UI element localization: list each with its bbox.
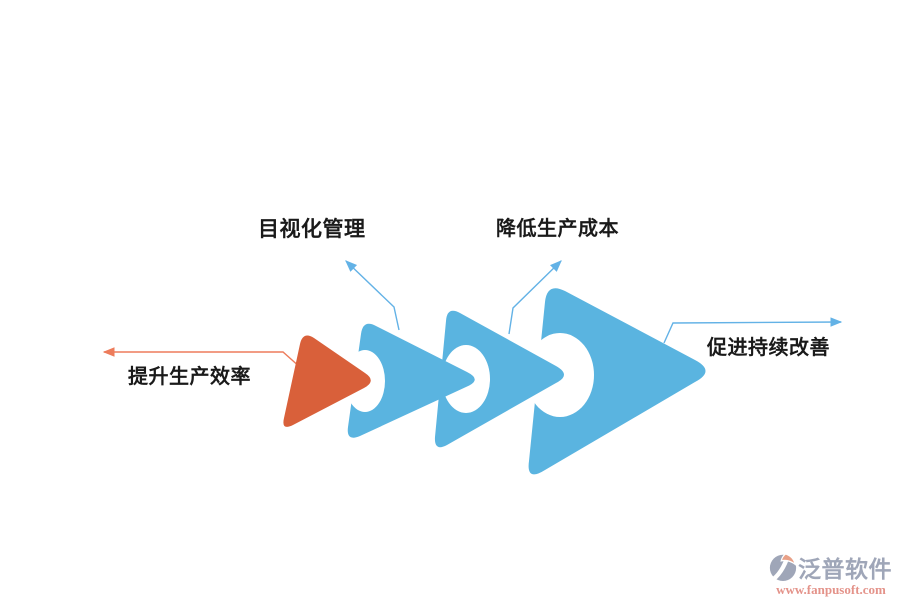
arrow-shape-1-orange	[283, 335, 371, 427]
leader-line-continuous-improvement	[663, 317, 843, 344]
watermark-brand-text: 泛普软件	[798, 556, 892, 582]
leader-line-improve-efficiency	[102, 347, 302, 369]
leader-line-reduce-cost	[508, 260, 562, 335]
fanpu-logo-icon	[769, 553, 797, 583]
arrow-shape-3-blue	[434, 310, 564, 448]
leader-line-visual-management	[345, 260, 400, 331]
watermark-url-text: www.fanpusoft.com	[776, 582, 886, 597]
watermark: 泛普软件 www.fanpusoft.com	[769, 549, 893, 598]
label-improve-efficiency: 提升生产效率	[128, 366, 251, 388]
label-continuous-improvement: 促进持续改善	[707, 337, 830, 359]
arrow-shape-2-blue	[347, 323, 475, 438]
label-visual-management: 目视化管理	[258, 218, 366, 241]
arrow-shape-4-largest-blue	[528, 288, 706, 475]
label-reduce-cost: 降低生产成本	[496, 218, 619, 240]
